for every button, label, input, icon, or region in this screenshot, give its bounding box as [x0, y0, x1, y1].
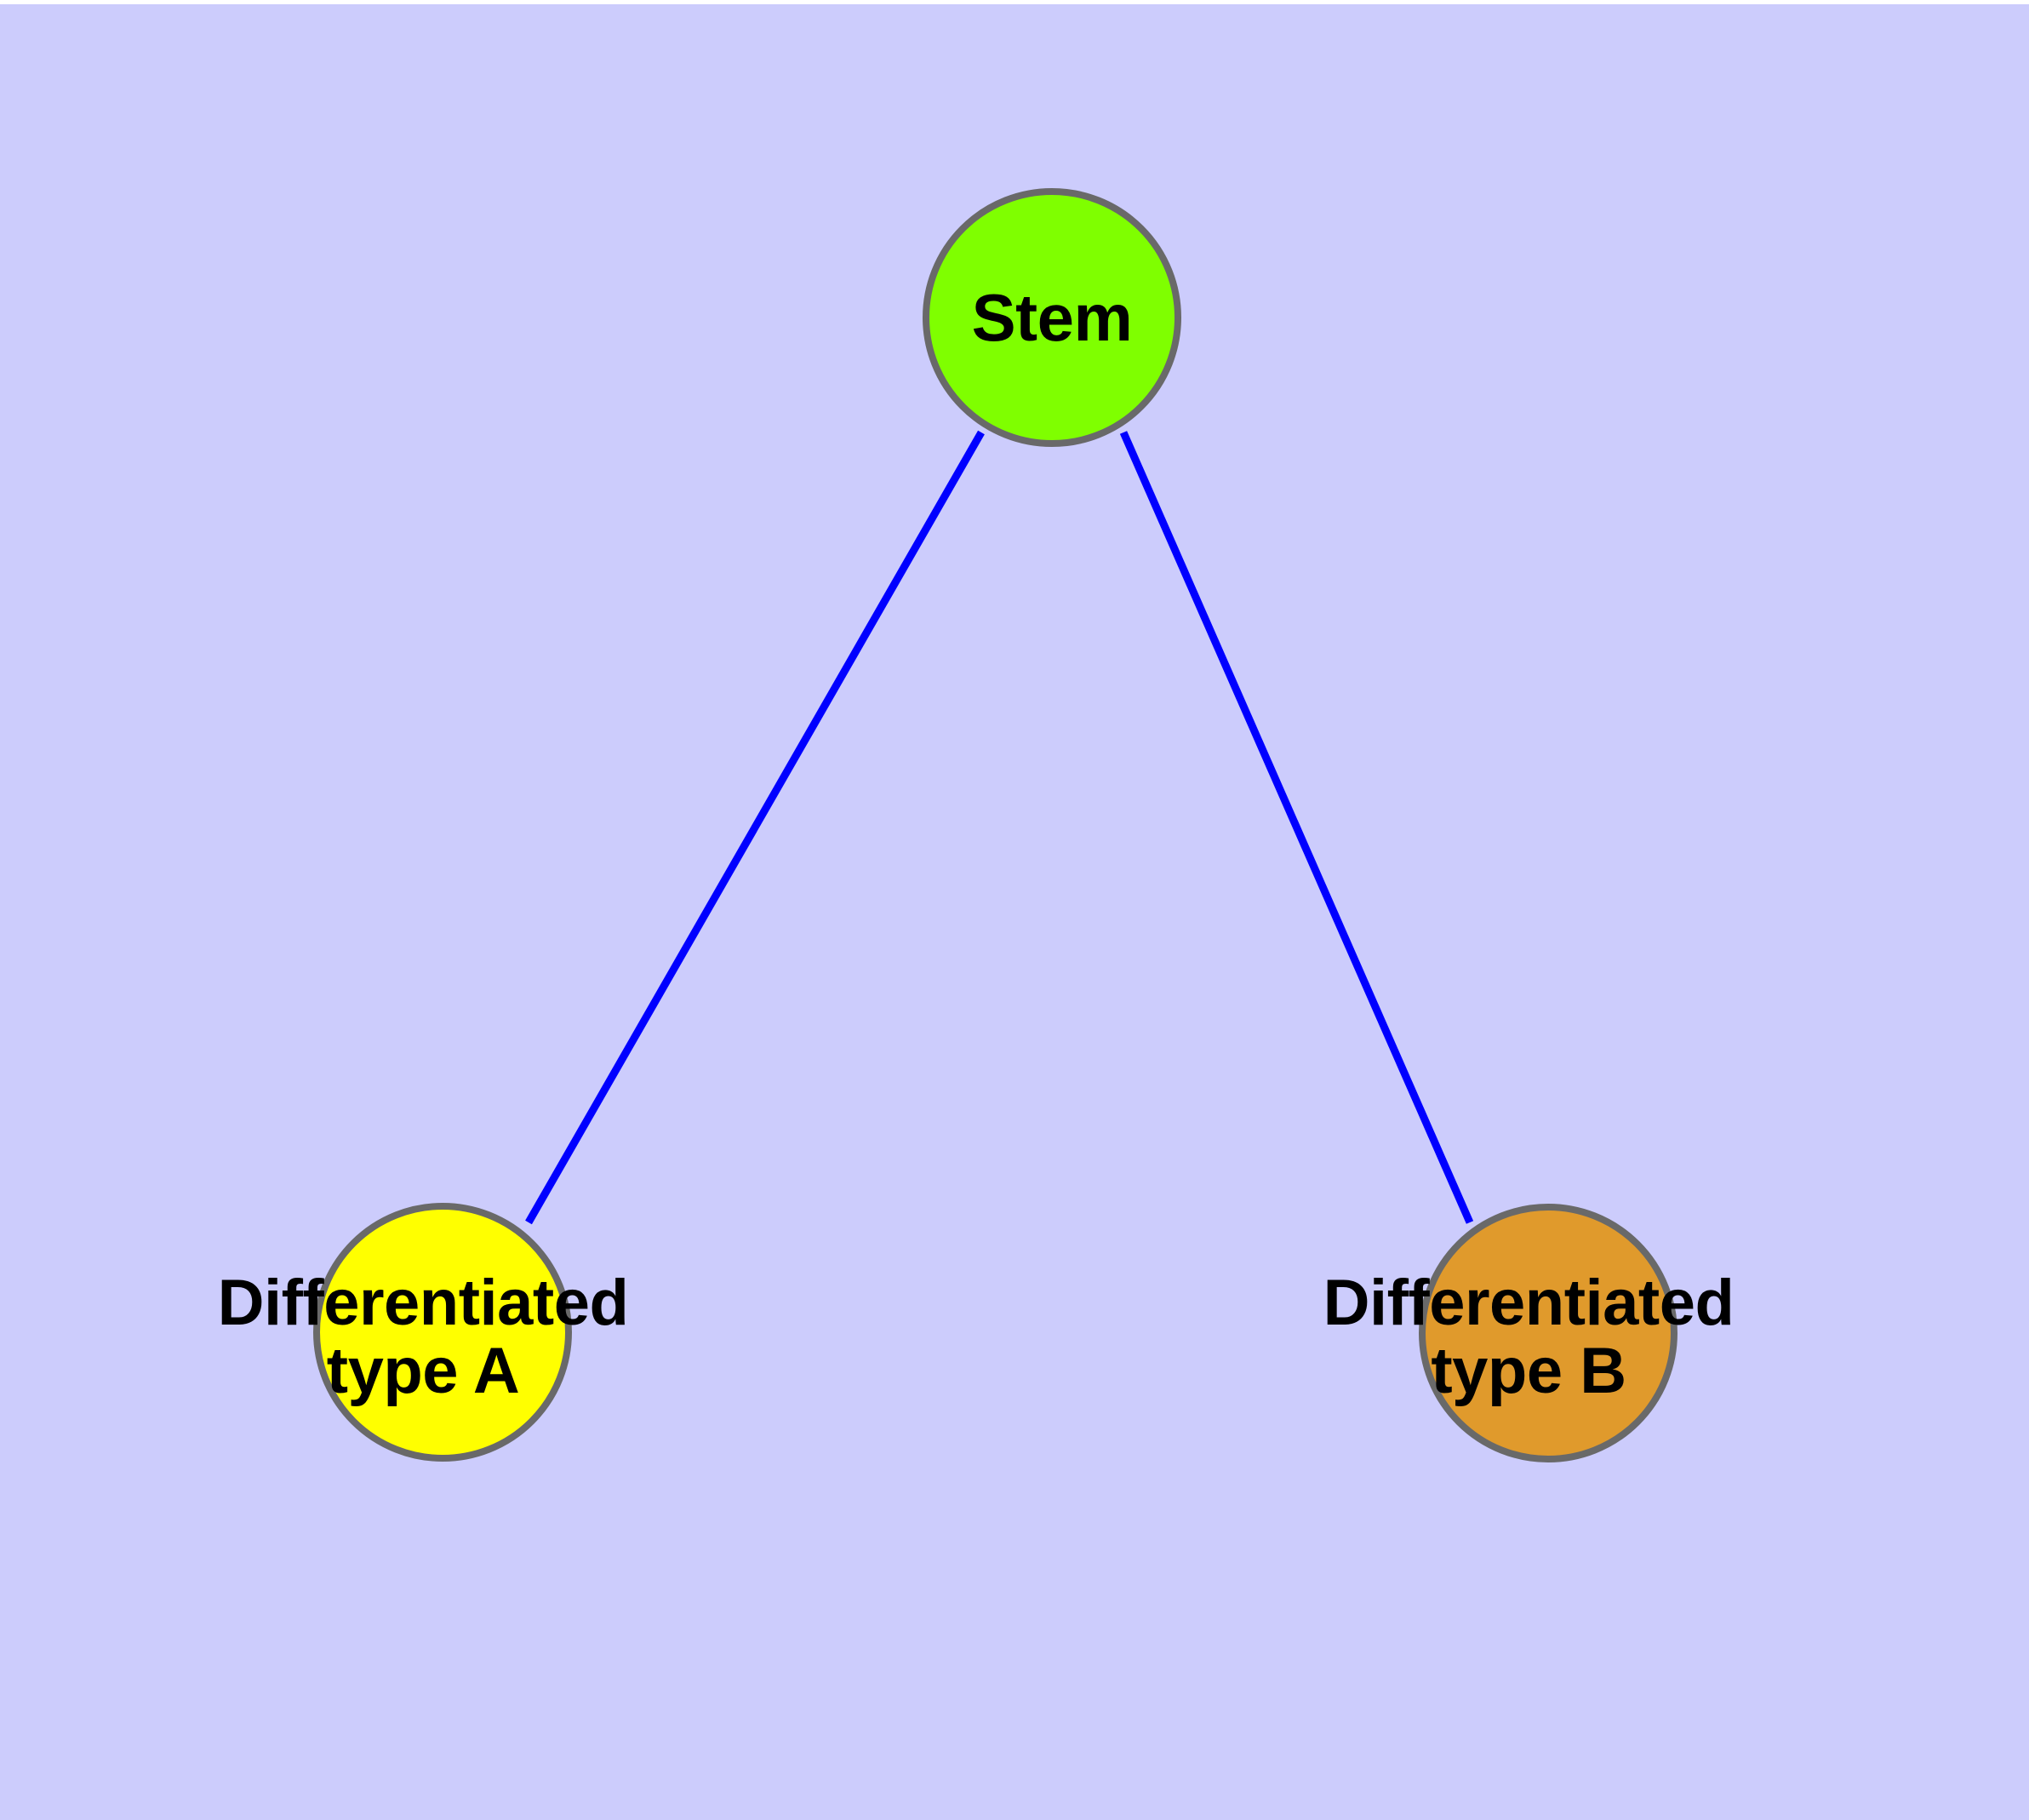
node-differentiated-type-a[interactable]: [313, 1203, 572, 1462]
edge-stem-to-diff-b[interactable]: [1119, 431, 1474, 1224]
node-differentiated-type-b[interactable]: [1419, 1204, 1677, 1462]
edge-stem-to-diff-a[interactable]: [525, 430, 985, 1225]
node-stem[interactable]: [923, 188, 1181, 447]
